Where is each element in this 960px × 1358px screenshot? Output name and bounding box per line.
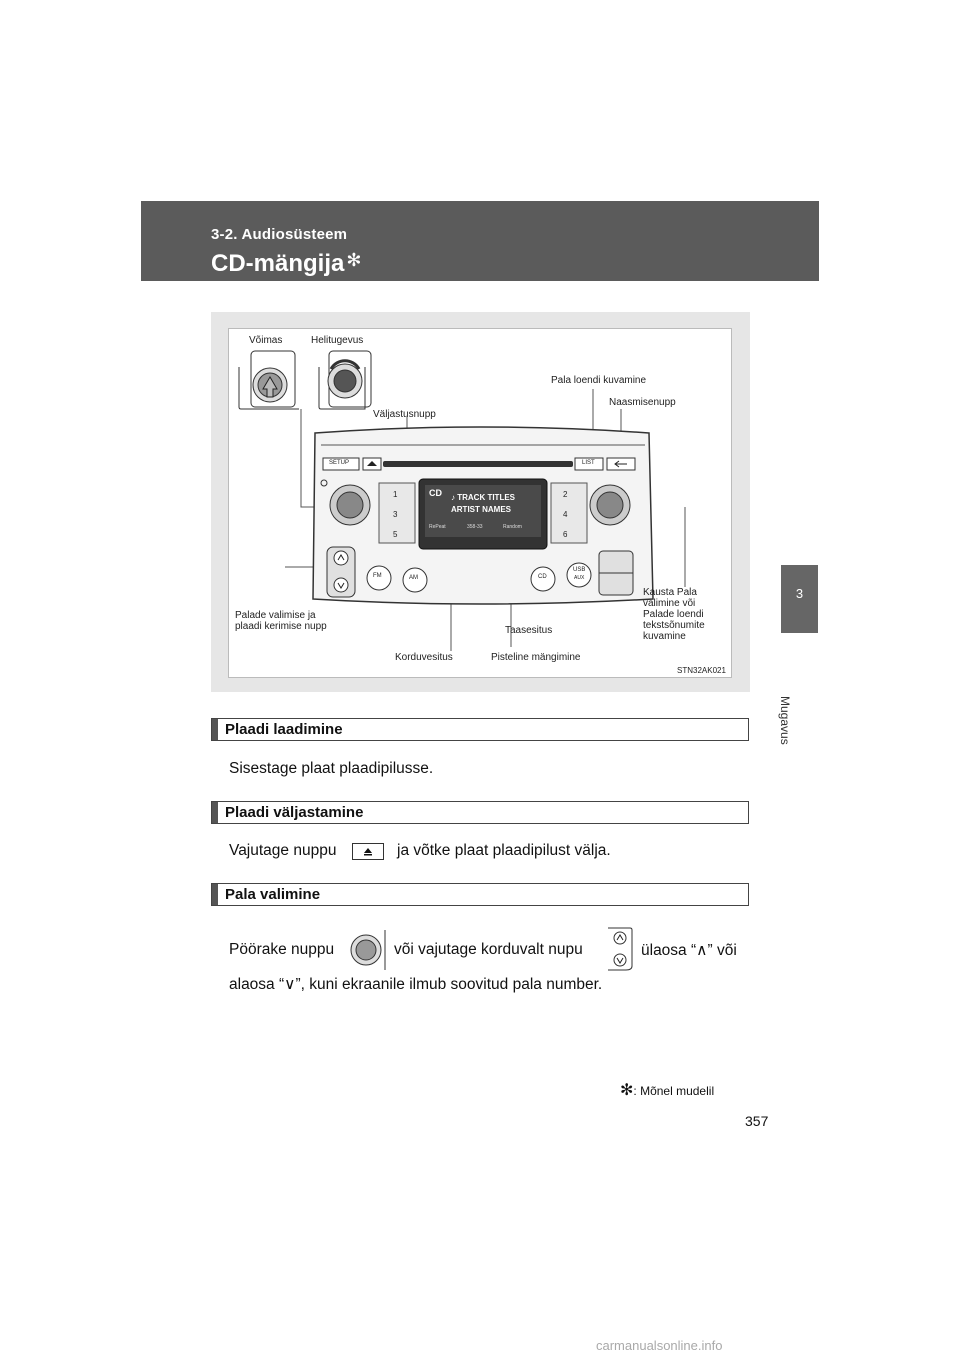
preset-4: 4: [563, 510, 568, 519]
eject-button-inline: [352, 843, 384, 860]
page-number: 357: [745, 1113, 769, 1129]
cd-player-illustration: [238, 350, 686, 651]
section-title: Plaadi väljastamine: [225, 804, 364, 821]
label-folder-line1: Kausta Pala: [643, 587, 697, 598]
label-eject: Väljastusnupp: [373, 409, 436, 420]
preset-5: 5: [393, 530, 398, 539]
preset-3: 3: [393, 510, 398, 519]
chapter-label: Mugavus: [778, 696, 792, 745]
label-select-seek-line2: plaadi kerimise nupp: [235, 621, 327, 632]
section-accent: [212, 719, 218, 740]
footnote-text: : Mõnel mudelil: [633, 1084, 715, 1098]
aux-label: AUX: [574, 575, 585, 581]
section-label: 3-2. Audiosüsteem: [211, 226, 348, 243]
display-time: 358-33: [467, 524, 483, 530]
select-text-b: või vajutage korduvalt nupu: [394, 941, 583, 958]
usb-label: USB: [573, 567, 586, 573]
section-accent: [212, 884, 218, 905]
label-folder-line4: tekstsõnumite: [643, 620, 705, 631]
knob-icon: [350, 930, 386, 970]
label-select-seek-line1: Palade valimise ja: [235, 610, 316, 621]
preset-2: 2: [563, 490, 568, 499]
select-text-c: ülaosa “∧” või: [641, 942, 737, 959]
preset-1: 1: [393, 490, 398, 499]
knob-closeup-power: [238, 350, 299, 410]
eject-icon: [364, 848, 372, 856]
chapter-header-band: [141, 201, 819, 281]
label-random: Pisteline mängimine: [491, 652, 581, 663]
page-title-text: CD-mängija: [211, 250, 345, 277]
label-volume: Helitugevus: [311, 335, 364, 346]
chapter-label-container: Mugavus: [760, 640, 840, 745]
watermark: carmanualsonline.info: [596, 1338, 723, 1353]
load-disc-text: Sisestage plaat plaadipilusse.: [229, 760, 434, 777]
model-marker: ✻: [346, 250, 362, 270]
eject-text-before: Vajutage nuppu: [229, 842, 337, 859]
label-select-seek: Palade valimise ja plaadi kerimise nupp: [235, 610, 327, 632]
label-list-display: Pala loendi kuvamine: [551, 375, 647, 386]
preset-6: 6: [563, 530, 568, 539]
display-repeat: RePeat: [429, 524, 446, 530]
am-button: AM: [409, 575, 418, 581]
radio-unit: [312, 426, 654, 605]
label-folder: Kausta Pala valimine või Palade loendi t…: [643, 587, 705, 642]
label-playback: Taasesitus: [505, 625, 553, 636]
label-folder-line3: Palade loendi: [643, 609, 704, 620]
section-header-load-disc: Plaadi laadimine: [211, 718, 749, 741]
select-text-line2: alaosa “∨”, kuni ekraanile ilmub soovitu…: [229, 976, 603, 993]
footnote-marker: ✻: [620, 1082, 634, 1099]
display-track-titles: ♪ TRACK TITLES: [451, 493, 515, 502]
knob-closeup-volume: [318, 350, 372, 410]
seek-button-inline: [606, 926, 634, 972]
chapter-number: 3: [795, 586, 804, 601]
list-button: LIST: [582, 460, 595, 466]
label-repeat: Korduvesitus: [395, 652, 453, 663]
display-artist-names: ARTIST NAMES: [451, 505, 511, 514]
section-header-select-track: Pala valimine: [211, 883, 749, 906]
chapter-tab[interactable]: [781, 565, 818, 633]
section-header-eject-disc: Plaadi väljastamine: [211, 801, 749, 824]
section-accent: [212, 802, 218, 823]
label-folder-line2: valimine või: [643, 598, 696, 609]
page-title: CD-mängija✻: [211, 250, 361, 278]
setup-button: SETUP: [329, 460, 350, 466]
cd-player-figure: Võimas Helitugevus Pala loendi kuvamine …: [228, 328, 732, 678]
knob-inline: [348, 928, 388, 972]
seek-button-icon: [608, 927, 633, 971]
fm-button: FM: [373, 573, 382, 579]
label-return: Naasmisenupp: [609, 397, 676, 408]
label-folder-line5: kuvamine: [643, 631, 686, 642]
section-title: Plaadi laadimine: [225, 721, 343, 738]
display-random: Random: [503, 524, 522, 530]
section-title: Pala valimine: [225, 886, 321, 903]
eject-text-after: ja võtke plaat plaadipilust välja.: [397, 842, 611, 859]
cd-button: CD: [538, 574, 547, 580]
figure-code: STN32AK021: [677, 666, 726, 675]
select-text-a: Pöörake nuppu: [229, 941, 335, 958]
display-cd: CD: [429, 488, 442, 498]
label-power: Võimas: [249, 335, 283, 346]
footnote: ✻: Mõnel mudelil: [620, 1080, 714, 1100]
